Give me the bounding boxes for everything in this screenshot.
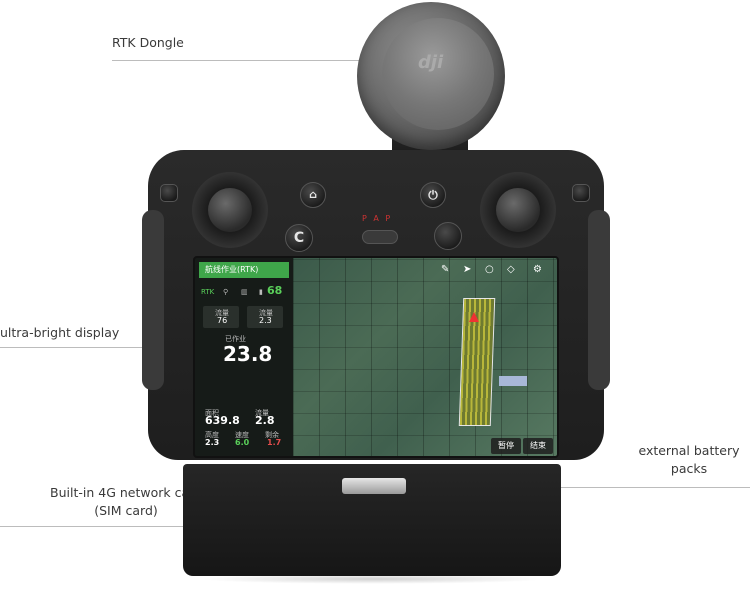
speed-value: 23.8 — [223, 342, 273, 366]
pause-indicator: P A P — [362, 214, 393, 223]
battery-label-line2: packs — [670, 461, 708, 476]
battery-icon: ▮ — [259, 288, 263, 296]
battery-percent: 68 — [267, 284, 283, 297]
rtk-dongle-label: RTK Dongle — [112, 35, 184, 50]
pause-button-hw[interactable] — [362, 230, 398, 244]
power-button[interactable]: ⏻ — [420, 182, 446, 208]
eraser-icon[interactable]: ✎ — [441, 264, 450, 275]
rtk-dongle-leader — [112, 60, 414, 61]
end-screen-button[interactable]: 结束 — [523, 438, 553, 454]
dji-logo: dji — [418, 52, 444, 73]
row3-b-label: 速度 — [235, 431, 249, 439]
dial-button[interactable] — [434, 222, 462, 250]
stat-a-value: 76 — [217, 316, 228, 325]
battery-shadow — [200, 574, 546, 584]
speed-label: 已作业 — [225, 335, 246, 343]
right-shoulder-button[interactable] — [572, 184, 590, 202]
power-icon: ⏻ — [428, 188, 438, 202]
dist-value: 2.8 — [255, 414, 275, 427]
row3-b-value: 6.0 — [235, 438, 250, 447]
right-grip — [588, 210, 610, 390]
left-grip — [142, 210, 164, 390]
home-icon: ⌂ — [309, 188, 317, 201]
dist-label: 流量 — [255, 409, 269, 417]
flight-info-panel: 航线作业(RTK) RTK ⚲ ▥ ▮ 68 流量 76 流量 2.3 已作业 … — [195, 258, 293, 456]
navigate-icon[interactable]: ➤ — [463, 264, 472, 275]
ultra-bright-display[interactable]: ✎ ➤ ○ ◇ ⚙ 暂停 结束 航线作业(RTK) RTK ⚲ ▥ ▮ 68 流… — [193, 256, 559, 458]
stat-b-label: 流量 — [259, 309, 273, 317]
battery-label: external battery packs — [630, 442, 748, 478]
pause-screen-button[interactable]: 暂停 — [491, 438, 521, 454]
row3-a-label: 高度 — [205, 431, 219, 439]
left-shoulder-button[interactable] — [160, 184, 178, 202]
stat-b-value: 2.3 — [259, 316, 272, 325]
area-value: 639.8 — [205, 414, 240, 427]
link-icon: ▥ — [241, 288, 248, 296]
sim-card-label-line1: Built-in 4G network card — [50, 485, 202, 500]
stat-box-b — [247, 306, 283, 328]
area-label: 面积 — [205, 409, 219, 417]
mode-title-bar: 航线作业(RTK) — [199, 262, 289, 278]
target-icon[interactable]: ○ — [485, 264, 494, 275]
c-button[interactable]: C — [285, 224, 313, 252]
display-label: ultra-bright display — [0, 325, 120, 340]
sim-card-leader — [0, 526, 264, 527]
left-stick[interactable] — [208, 188, 252, 232]
display-leader — [0, 347, 184, 348]
stat-a-label: 流量 — [215, 309, 229, 317]
building-cluster — [499, 376, 527, 386]
row3-c-value: 1.7 — [267, 438, 282, 447]
row3-a-value: 2.3 — [205, 438, 220, 447]
battery-leader — [530, 487, 750, 488]
return-home-button[interactable]: ⌂ — [300, 182, 326, 208]
battery-latch[interactable] — [342, 478, 406, 494]
rtk-tag: RTK — [201, 288, 215, 296]
settings-icon[interactable]: ⚙ — [533, 264, 542, 275]
layers-icon[interactable]: ◇ — [507, 264, 515, 275]
row3-c-label: 剩余 — [265, 431, 279, 439]
sim-card-label: Built-in 4G network card (SIM card) — [28, 484, 224, 520]
stat-box-a — [203, 306, 239, 328]
battery-label-line1: external battery — [638, 443, 740, 458]
sim-card-label-line2: (SIM card) — [94, 503, 158, 518]
right-stick[interactable] — [496, 188, 540, 232]
drone-marker-icon — [469, 312, 479, 322]
rtk-dongle-cap — [382, 18, 494, 130]
map-view[interactable]: ✎ ➤ ○ ◇ ⚙ 暂停 结束 — [293, 258, 557, 456]
signal-icon: ⚲ — [223, 288, 229, 296]
